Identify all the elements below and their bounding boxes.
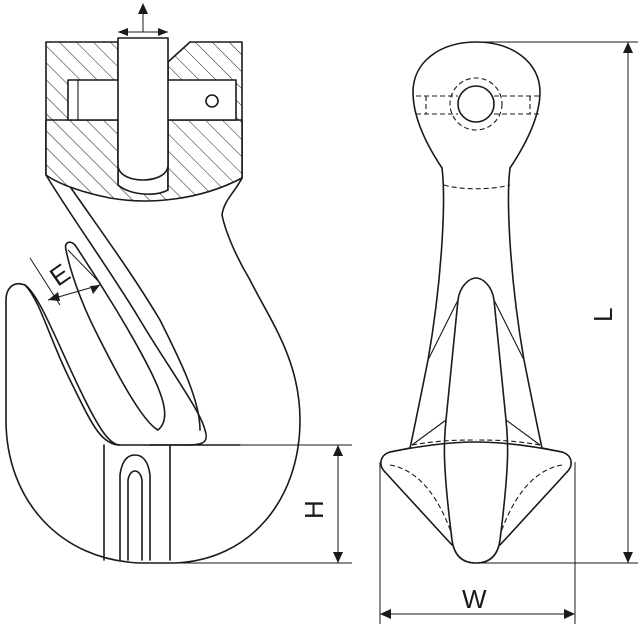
hook-inner-line — [61, 174, 201, 431]
wing-top-line — [389, 441, 563, 453]
dimension-h-label: H — [299, 500, 329, 519]
dimension-e: E — [29, 249, 101, 306]
neck-hidden-curve — [443, 184, 511, 190]
throat-prong — [103, 444, 171, 561]
throat-prong-inner — [127, 470, 143, 561]
hook-tip-inner — [24, 284, 121, 446]
dimension-h: H — [170, 444, 352, 564]
wing-hidden-lines — [389, 439, 563, 536]
hook-body-outline — [5, 174, 301, 564]
pin-hole — [205, 94, 219, 108]
shank-outline — [409, 167, 543, 449]
dimension-l-label: L — [588, 308, 618, 322]
latch-slot — [64, 241, 166, 431]
eye-hole-outer — [449, 77, 503, 131]
flank-lines — [411, 299, 541, 446]
pin-u — [117, 37, 169, 181]
pin-hidden-lines — [416, 95, 540, 115]
eye-head-outline — [412, 41, 541, 169]
clevis-section-bridge — [45, 119, 243, 202]
central-rib — [443, 277, 509, 564]
eye-hole-inner — [457, 85, 495, 123]
hook-front-view: L W — [379, 41, 638, 624]
dimension-w-label: W — [462, 584, 487, 614]
wing-base — [380, 447, 572, 546]
dimension-w: W — [379, 462, 576, 624]
hook-side-view: E H — [5, 3, 352, 564]
pin-width-dimension — [118, 3, 168, 36]
dimension-l: L — [476, 41, 638, 564]
